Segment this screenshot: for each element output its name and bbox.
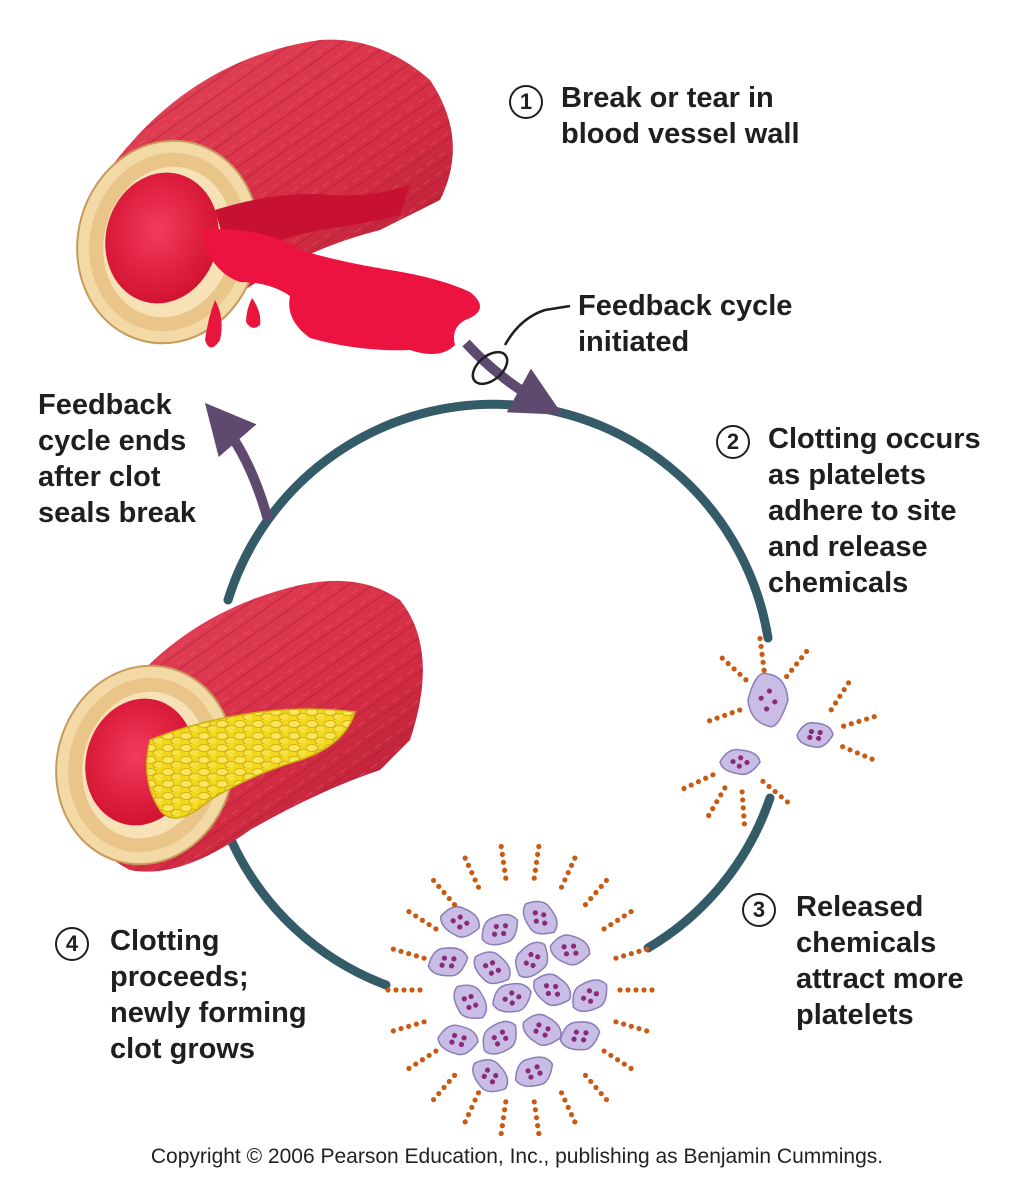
step-3-number: 3 <box>742 893 776 927</box>
released-chemicals <box>558 855 578 890</box>
released-chemicals <box>840 744 875 762</box>
released-chemicals <box>760 778 791 805</box>
step-3-line-3: attract more <box>796 963 964 995</box>
step-2-number: 2 <box>716 425 750 459</box>
platelet-cell <box>796 721 834 749</box>
step-3-line-2: chemicals <box>796 927 937 959</box>
released-chemicals <box>841 714 877 729</box>
cycle-start-line-2: initiated <box>578 326 690 358</box>
step-2-line-2: as platelets <box>768 459 926 491</box>
cycle-end-line-2: cycle ends <box>38 425 187 457</box>
step-3-line-1: Released <box>796 891 924 923</box>
released-chemicals <box>613 1019 650 1034</box>
cycle-end-line-4: seals break <box>38 497 197 529</box>
step-1-label: Break or tear in blood vessel wall <box>561 80 800 152</box>
cycle-start-arrow <box>462 339 563 415</box>
released-chemicals <box>390 1019 427 1034</box>
cycle-arc-right <box>643 793 775 953</box>
platelet-cell <box>472 1059 509 1093</box>
step-2-line-1: Clotting occurs <box>768 423 981 455</box>
step-2-label: Clotting occurs as platelets adhere to s… <box>768 421 981 601</box>
released-chemicals <box>739 789 747 827</box>
platelet-aggregate <box>385 843 655 1137</box>
platelet-cell <box>522 1013 562 1046</box>
platelet-cell <box>572 979 608 1013</box>
released-chemicals <box>828 680 852 713</box>
torn-blood-vessel <box>76 39 480 354</box>
platelet-cell <box>747 672 789 728</box>
step-4-number: 4 <box>55 927 89 961</box>
callout-leader-line <box>471 304 571 386</box>
step-1-line-1: Break or tear in <box>561 82 774 114</box>
released-chemicals <box>719 655 749 683</box>
released-chemicals <box>558 1090 578 1125</box>
released-chemicals <box>617 987 655 993</box>
step-4-line-4: clot grows <box>110 1033 256 1065</box>
released-chemicals <box>462 1090 482 1125</box>
released-chemicals <box>681 772 716 792</box>
step-4-line-1: Clotting <box>110 925 220 957</box>
released-chemicals <box>582 1072 610 1103</box>
platelet-cell <box>514 1056 554 1087</box>
step-2-line-5: chemicals <box>768 567 909 599</box>
copyright-notice: Copyright © 2006 Pearson Education, Inc.… <box>150 1145 884 1168</box>
step-1-number: 1 <box>509 85 543 119</box>
platelet-cell <box>515 941 549 978</box>
clotted-blood-vessel <box>55 580 423 872</box>
step-4-line-3: newly forming <box>110 997 307 1029</box>
released-chemicals <box>601 1048 634 1071</box>
step-3-line-4: platelets <box>796 999 914 1031</box>
released-chemicals <box>531 843 542 881</box>
released-chemicals <box>462 855 482 890</box>
released-chemicals <box>430 1072 458 1103</box>
released-chemicals <box>531 1099 542 1137</box>
released-chemicals <box>498 843 509 881</box>
released-chemicals <box>757 635 767 673</box>
step-2-line-4: and release <box>768 531 928 563</box>
cycle-end-line-1: Feedback <box>38 389 172 421</box>
cycle-arc-bottom <box>227 837 391 990</box>
platelet-cell <box>522 900 558 935</box>
cycle-end-callout: Feedback cycle ends after clot seals bre… <box>38 387 196 531</box>
platelet-cell <box>473 951 511 985</box>
platelet-cell <box>453 984 488 1019</box>
platelet-cell <box>437 1024 479 1056</box>
released-chemicals <box>601 909 634 932</box>
platelet-cell <box>482 1020 517 1055</box>
released-chemicals <box>582 877 610 908</box>
platelet-cell <box>492 982 532 1013</box>
platelet-cell <box>559 1021 601 1051</box>
released-chemicals <box>390 946 427 961</box>
released-chemicals <box>784 648 810 680</box>
released-chemicals <box>385 987 423 993</box>
platelet-cell <box>440 906 481 938</box>
platelet-cell <box>533 973 572 1007</box>
step-2-line-3: adhere to site <box>768 495 957 527</box>
released-chemicals <box>706 785 728 819</box>
platelet-cell <box>549 934 591 966</box>
released-chemicals <box>406 909 439 932</box>
released-chemicals <box>498 1099 509 1137</box>
platelet-cell <box>427 947 469 977</box>
released-chemicals <box>706 707 743 724</box>
cycle-start-line-1: Feedback cycle <box>578 290 793 322</box>
platelet-cluster <box>681 635 877 827</box>
released-chemicals <box>430 877 458 908</box>
cycle-end-arrow <box>204 402 273 522</box>
cycle-start-callout: Feedback cycle initiated <box>578 288 792 360</box>
step-4-line-2: proceeds; <box>110 961 249 993</box>
platelet-cell <box>481 913 519 946</box>
cycle-end-line-3: after clot <box>38 461 161 493</box>
platelet-cell <box>719 748 761 776</box>
step-4-label: Clotting proceeds; newly forming clot gr… <box>110 923 307 1067</box>
step-1-line-2: blood vessel wall <box>561 118 800 150</box>
released-chemicals <box>613 946 650 961</box>
released-chemicals <box>406 1048 439 1071</box>
step-3-label: Released chemicals attract more platelet… <box>796 889 964 1033</box>
